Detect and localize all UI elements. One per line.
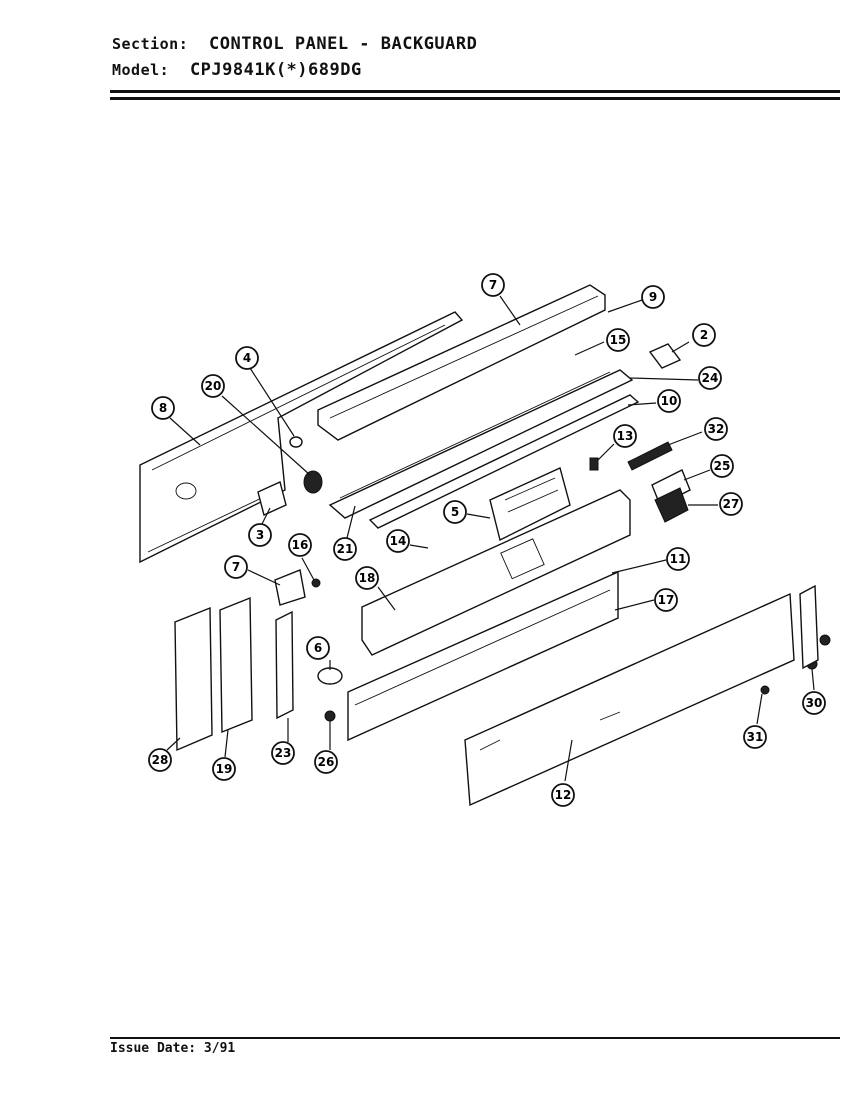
callout-label: 6 bbox=[314, 641, 322, 655]
callout-28: 28 bbox=[148, 748, 172, 772]
part-back-panel bbox=[139, 311, 464, 564]
callout-label: 28 bbox=[152, 753, 169, 767]
callout-label: 24 bbox=[702, 371, 719, 385]
callout-20: 20 bbox=[201, 374, 225, 398]
callout-16: 16 bbox=[288, 533, 312, 557]
model-value: CPJ9841K(*)689DG bbox=[189, 60, 362, 80]
part-4 bbox=[289, 436, 303, 448]
part-glass-panel bbox=[464, 592, 795, 807]
callout-18: 18 bbox=[355, 566, 379, 590]
callout-label: 21 bbox=[337, 542, 354, 556]
callout-6: 6 bbox=[306, 636, 330, 660]
callout-17: 17 bbox=[654, 588, 678, 612]
callout-26: 26 bbox=[314, 750, 338, 774]
callout-label: 8 bbox=[159, 401, 167, 415]
callout-label: 3 bbox=[256, 528, 264, 542]
callout-7b: 7 bbox=[224, 555, 248, 579]
callout-label: 5 bbox=[451, 505, 459, 519]
callout-label: 4 bbox=[243, 351, 251, 365]
model-heading: Model: CPJ9841K(*)689DG bbox=[112, 60, 362, 80]
callout-label: 12 bbox=[555, 788, 572, 802]
callout-19: 19 bbox=[212, 757, 236, 781]
part-end-caps bbox=[174, 596, 294, 752]
callout-label: 10 bbox=[661, 394, 678, 408]
callout-24: 24 bbox=[698, 366, 722, 390]
part-top-trim bbox=[317, 284, 606, 441]
callout-label: 9 bbox=[649, 290, 657, 304]
callout-11: 11 bbox=[666, 547, 690, 571]
section-heading: Section: CONTROL PANEL - BACKGUARD bbox=[112, 34, 477, 54]
part-7-bracket bbox=[274, 569, 321, 606]
callout-7: 7 bbox=[481, 273, 505, 297]
callout-10: 10 bbox=[657, 389, 681, 413]
callout-label: 23 bbox=[275, 746, 292, 760]
callout-9: 9 bbox=[641, 285, 665, 309]
callout-8: 8 bbox=[151, 396, 175, 420]
callout-label: 32 bbox=[708, 422, 725, 436]
callout-3: 3 bbox=[248, 523, 272, 547]
callout-label: 26 bbox=[318, 755, 335, 769]
callout-23: 23 bbox=[271, 741, 295, 765]
callout-15: 15 bbox=[606, 328, 630, 352]
callout-label: 27 bbox=[723, 497, 740, 511]
callout-label: 7 bbox=[489, 278, 497, 292]
callout-label: 13 bbox=[617, 429, 634, 443]
callout-label: 14 bbox=[390, 534, 407, 548]
callout-label: 11 bbox=[670, 552, 687, 566]
part-vented-trim bbox=[347, 570, 619, 742]
header-rule-bottom bbox=[110, 97, 840, 100]
part-knob bbox=[303, 470, 323, 494]
callout-label: 20 bbox=[205, 379, 222, 393]
part-control-panel bbox=[361, 489, 631, 656]
part-6 bbox=[317, 667, 343, 685]
part-control-board bbox=[489, 467, 571, 542]
issue-date: Issue Date: 3/91 bbox=[110, 1041, 236, 1056]
part-small-bracket bbox=[648, 343, 682, 369]
callout-25: 25 bbox=[710, 454, 734, 478]
header-rule-top bbox=[110, 90, 840, 93]
section-key: Section: bbox=[112, 35, 189, 53]
callout-5: 5 bbox=[443, 500, 467, 524]
callout-label: 15 bbox=[610, 333, 627, 347]
callout-21: 21 bbox=[333, 537, 357, 561]
callout-label: 30 bbox=[806, 696, 823, 710]
callout-label: 19 bbox=[216, 762, 233, 776]
callout-32: 32 bbox=[704, 417, 728, 441]
section-value: CONTROL PANEL - BACKGUARD bbox=[209, 34, 478, 54]
callout-label: 25 bbox=[714, 459, 731, 473]
callout-12: 12 bbox=[551, 783, 575, 807]
footer-rule bbox=[110, 1037, 840, 1039]
callout-label: 17 bbox=[658, 593, 675, 607]
callout-label: 16 bbox=[292, 538, 309, 552]
callout-label: 2 bbox=[700, 328, 708, 342]
model-key: Model: bbox=[112, 61, 170, 79]
callout-4: 4 bbox=[235, 346, 259, 370]
callout-14: 14 bbox=[386, 529, 410, 553]
callout-2: 2 bbox=[692, 323, 716, 347]
part-bar bbox=[328, 369, 634, 519]
callout-label: 18 bbox=[359, 571, 376, 585]
part-lower-strip bbox=[368, 394, 640, 529]
part-switches bbox=[589, 441, 691, 523]
callout-label: 7 bbox=[232, 560, 240, 574]
callout-31: 31 bbox=[743, 725, 767, 749]
leader-lines bbox=[166, 295, 815, 782]
callout-30: 30 bbox=[802, 691, 826, 715]
callout-27: 27 bbox=[719, 492, 743, 516]
callout-label: 31 bbox=[747, 730, 764, 744]
part-bracket bbox=[257, 481, 287, 516]
callout-13: 13 bbox=[613, 424, 637, 448]
